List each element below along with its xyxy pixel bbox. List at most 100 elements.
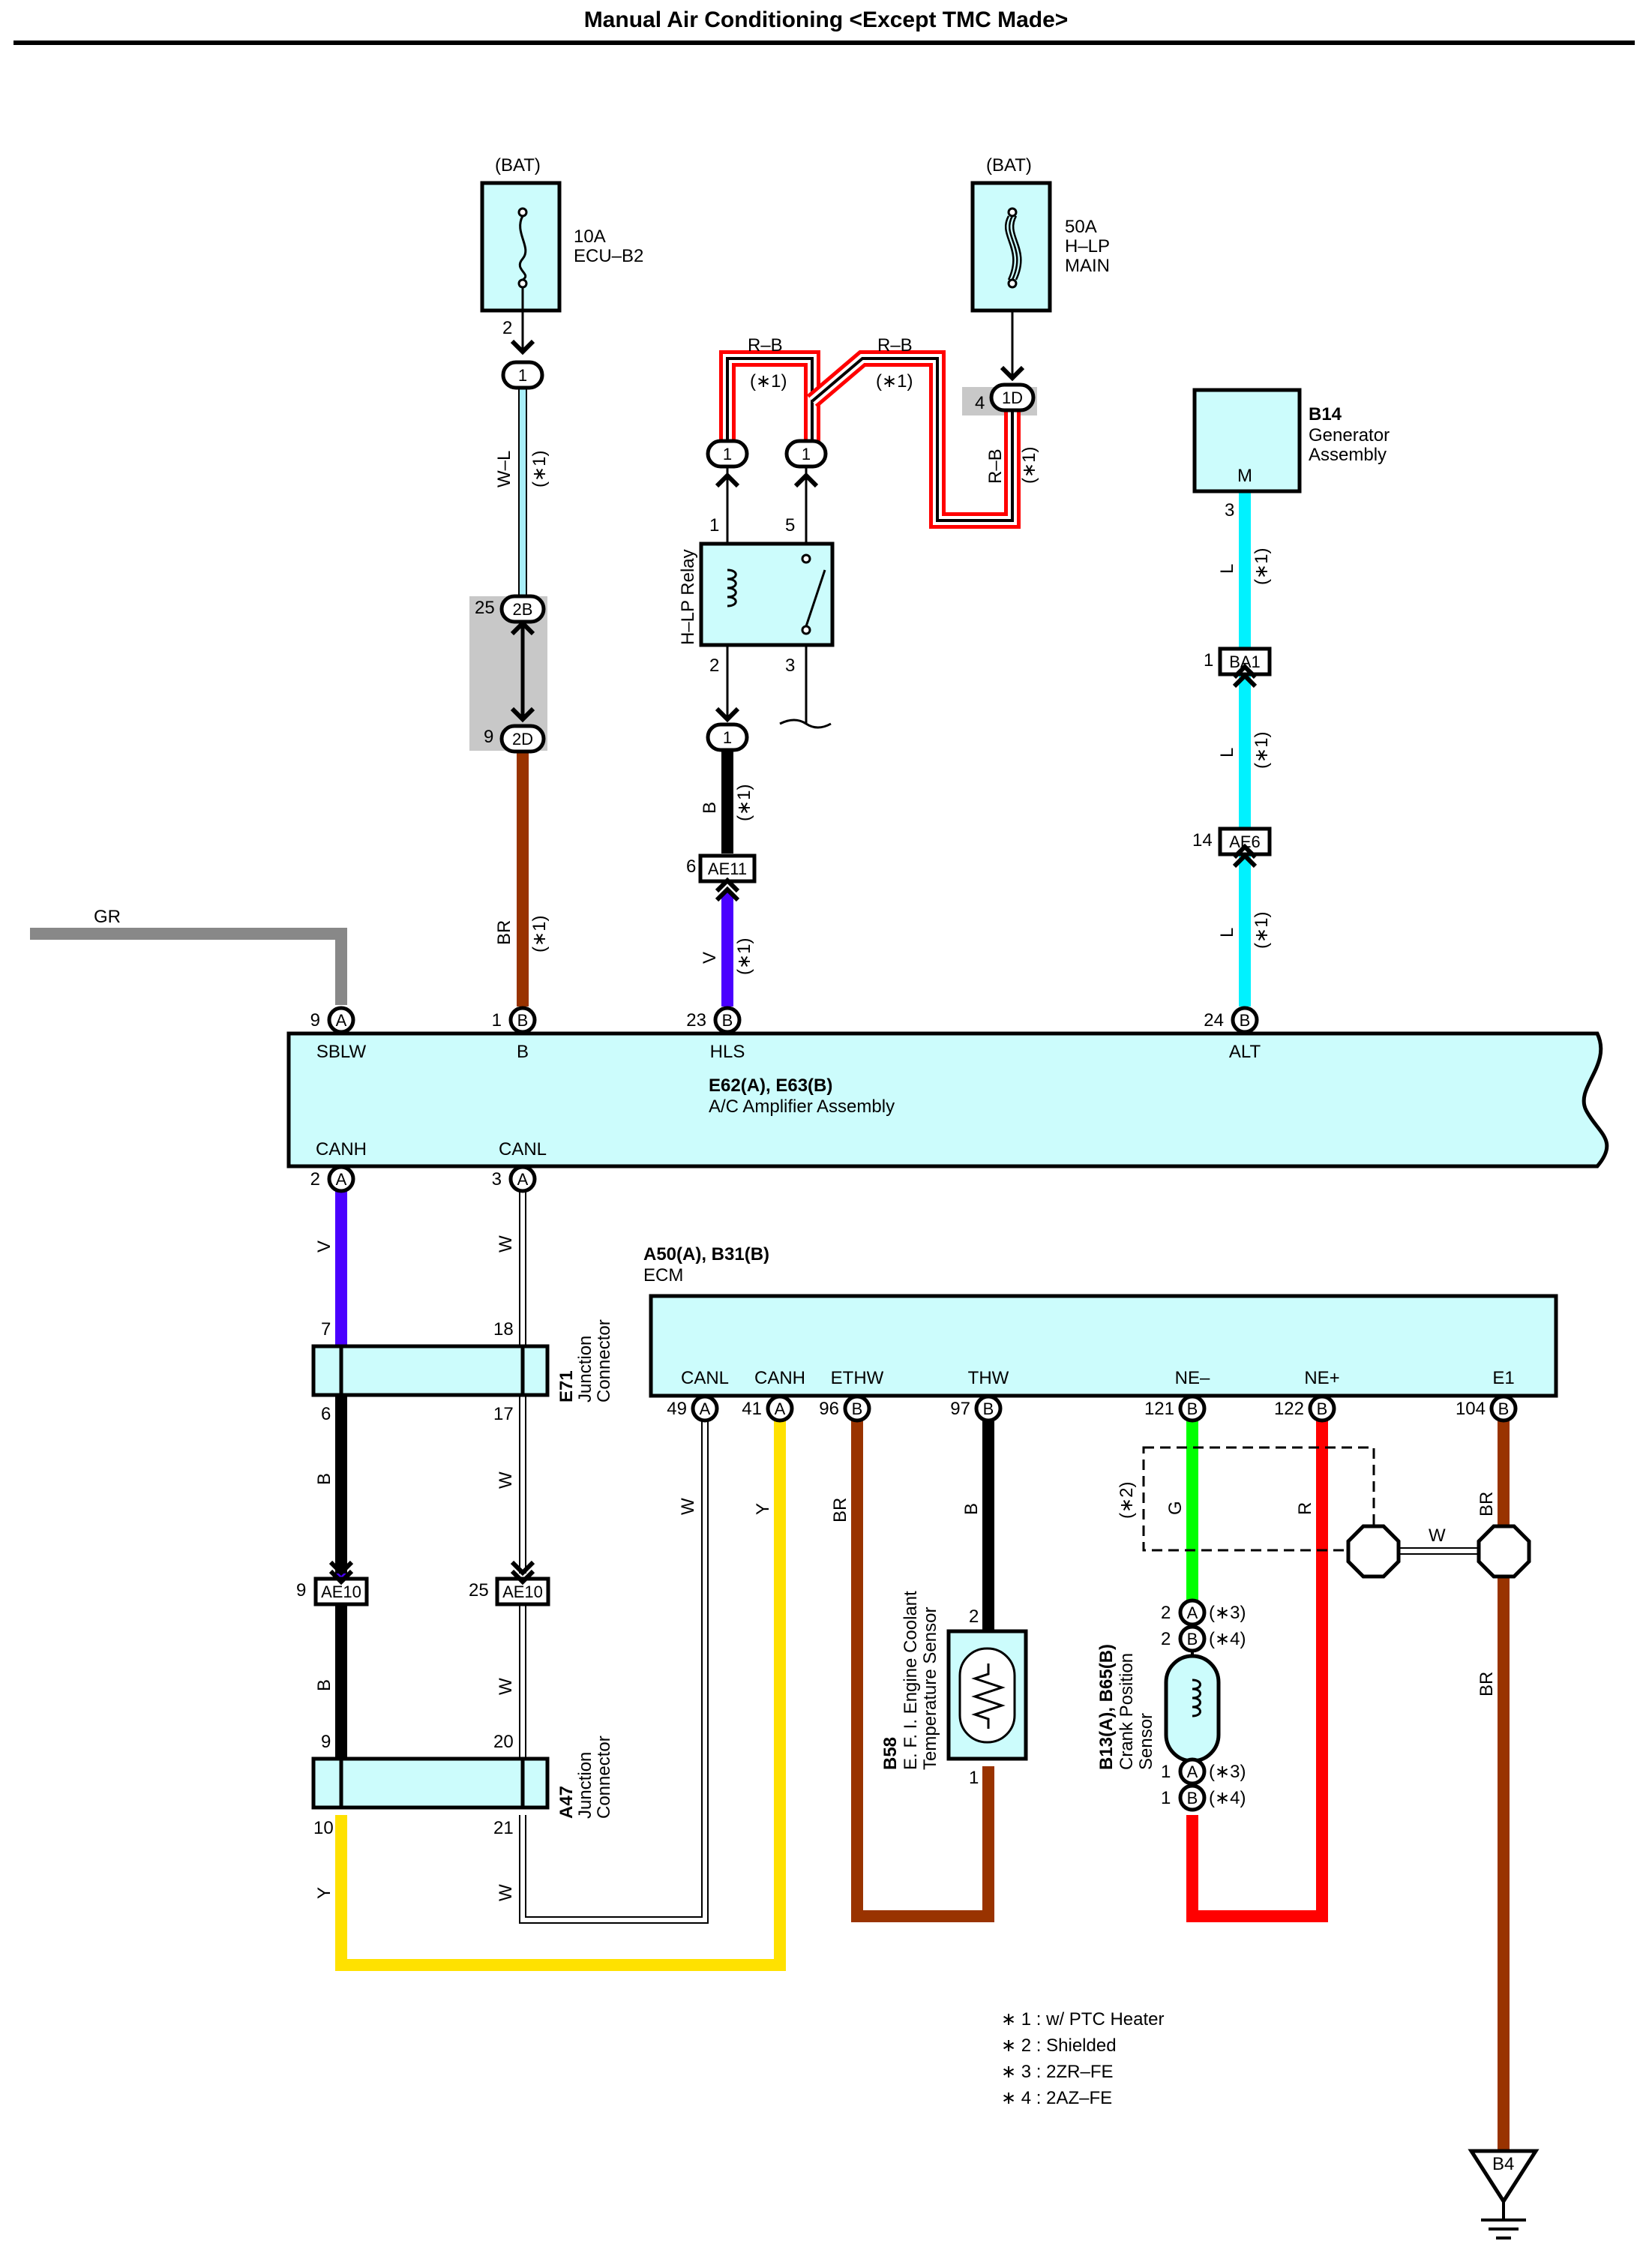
wire-label-y-a47: Y <box>314 1887 334 1899</box>
arrow-ae10-left <box>328 1560 354 1586</box>
crank-pin-2b: 2 <box>1161 1629 1171 1649</box>
crank-terminal-2a-conn: A <box>1187 1604 1198 1622</box>
arrow-hlp-fuse <box>1000 365 1025 382</box>
wire-y-canh <box>335 1418 786 1971</box>
crank-position-sensor <box>1164 1654 1221 1763</box>
wire-label-w-canl: W <box>496 1235 516 1252</box>
connector-relay-top-left-label: 1 <box>723 445 732 464</box>
connector-2b-label: 2B <box>513 600 533 619</box>
wire-label-br: BR <box>494 920 514 945</box>
fuse-hlp-pin: 4 <box>975 393 985 413</box>
connector-ae6: AE6 <box>1218 826 1272 856</box>
crank-note-1a: (∗3) <box>1209 1762 1246 1782</box>
connector-2d-label: 2D <box>512 730 533 748</box>
crank-pin-1a: 1 <box>1161 1762 1171 1782</box>
generator-name2: Assembly <box>1309 445 1387 465</box>
ground-b4 <box>1468 2149 1540 2240</box>
generator-terminal: M <box>1237 466 1252 486</box>
junction-2d-pin: 9 <box>484 727 493 747</box>
connector-2b: 2B <box>499 594 546 624</box>
a47-pin-tl: 9 <box>321 1732 331 1752</box>
connector-relay-top-left: 1 <box>706 439 749 469</box>
connector-1d: 1D <box>989 382 1036 412</box>
generator-box <box>1192 388 1302 494</box>
a47-pin-bl: 10 <box>313 1818 334 1838</box>
note-2: ∗ 2 : Shielded <box>1001 2036 1117 2056</box>
wire-label-b-e71: B <box>314 1473 334 1485</box>
wire-label-b-thw: B <box>961 1503 982 1515</box>
fuse-hlp-main <box>970 181 1052 313</box>
connector-relay-bottom: 1 <box>706 722 749 752</box>
ecm-terminal-ne-121-conn: B <box>1187 1400 1198 1418</box>
a47-pin-tr: 20 <box>493 1732 514 1752</box>
connector-ecu-1: 1 <box>501 360 544 390</box>
e71-name2: Connector <box>594 1319 614 1402</box>
ecm-pin-canl-49: 49 <box>667 1399 687 1419</box>
connector-ae10-left: AE10 <box>313 1576 369 1606</box>
a47-name1: Junction <box>575 1752 595 1819</box>
wire-label-w-ecm: W <box>678 1498 698 1515</box>
connector-1d-label: 1D <box>1002 388 1023 407</box>
ecm-terminal-canl-49-conn: A <box>700 1400 711 1418</box>
wire-br-ethw <box>851 1418 994 1922</box>
relay-pin1: 1 <box>709 515 719 536</box>
relay-pin5: 5 <box>785 515 795 536</box>
amp-label-alt: ALT <box>1229 1042 1261 1062</box>
wire-label-r-ne: R <box>1295 1502 1315 1515</box>
amp-label-canh: CANH <box>316 1139 367 1160</box>
e71-pin-br: 17 <box>493 1404 514 1424</box>
amp-terminal-sblw-conn: A <box>336 1011 347 1030</box>
amp-pin-canl: 3 <box>492 1169 502 1190</box>
wire-label-gr: GR <box>94 907 121 927</box>
amp-terminal-hls-conn: B <box>722 1011 733 1030</box>
arrow-2b <box>510 620 535 636</box>
wire-gr <box>30 928 347 1005</box>
wire-label-w-a47: W <box>496 1884 516 1901</box>
connector-ae11-label: AE11 <box>708 860 747 878</box>
amp-pin-canh: 2 <box>310 1169 320 1190</box>
ae10-left-pin: 9 <box>296 1580 306 1600</box>
arrow-relay-bottom <box>715 706 740 723</box>
ecm-label-ne-122: NE+ <box>1304 1368 1339 1388</box>
b58-name2: Temperature Sensor <box>920 1607 940 1770</box>
wire-label-w-ae10: W <box>496 1678 516 1695</box>
crank-terminal-2b-conn: B <box>1187 1630 1198 1648</box>
crank-name1: Crank Position <box>1117 1653 1137 1770</box>
amplifier-code: E62(A), E63(B) <box>709 1076 832 1096</box>
b58-pin-top: 2 <box>969 1606 979 1627</box>
page-title: Manual Air Conditioning <Except TMC Made… <box>583 8 1069 32</box>
crank-note-2b: (∗4) <box>1209 1629 1246 1649</box>
ecm-pin-ne-122: 122 <box>1274 1399 1304 1419</box>
amp-pin-sblw: 9 <box>310 1010 320 1030</box>
a47-pin-br: 21 <box>493 1818 514 1838</box>
e71-name1: Junction <box>575 1336 595 1402</box>
shield-octagon-left <box>1346 1524 1401 1579</box>
amp-label-hls: HLS <box>710 1042 745 1062</box>
arrow-ba1 <box>1232 663 1258 688</box>
ecm-terminal-ethw-96-conn: B <box>852 1400 863 1418</box>
fuse-hlp-name2: MAIN <box>1065 256 1110 276</box>
amplifier-box <box>286 1031 1609 1168</box>
hlp-relay <box>699 542 835 647</box>
amp-label-b: B <box>517 1042 529 1062</box>
crank-terminal-2a: A <box>1178 1598 1207 1627</box>
e71-pin-tl: 7 <box>321 1319 331 1340</box>
ecm-label-ne-121: NE– <box>1175 1368 1210 1388</box>
rb-label-vertical: R–B <box>985 448 1006 484</box>
ecm-name: ECM <box>643 1265 683 1286</box>
fuse-ecu-source: (BAT) <box>495 155 541 176</box>
amp-pin-b: 1 <box>492 1010 502 1030</box>
a47-junction-connector <box>311 1756 550 1810</box>
wire-note-l-3: (∗1) <box>1252 912 1272 949</box>
wire-note-v: (∗1) <box>734 938 754 975</box>
wire-note-l-1: (∗1) <box>1252 548 1272 585</box>
a47-code: A47 <box>556 1786 577 1819</box>
connector-relay-bottom-label: 1 <box>723 728 732 747</box>
wire-label-b: B <box>700 802 720 814</box>
rb-note-right: (∗1) <box>876 371 913 392</box>
wire-label-l-2: L <box>1217 748 1237 758</box>
ecm-pin-thw-97: 97 <box>950 1399 970 1419</box>
arrow-relay-right <box>793 472 819 488</box>
amp-terminal-b-conn: B <box>517 1011 529 1030</box>
generator-pin: 3 <box>1225 500 1234 520</box>
